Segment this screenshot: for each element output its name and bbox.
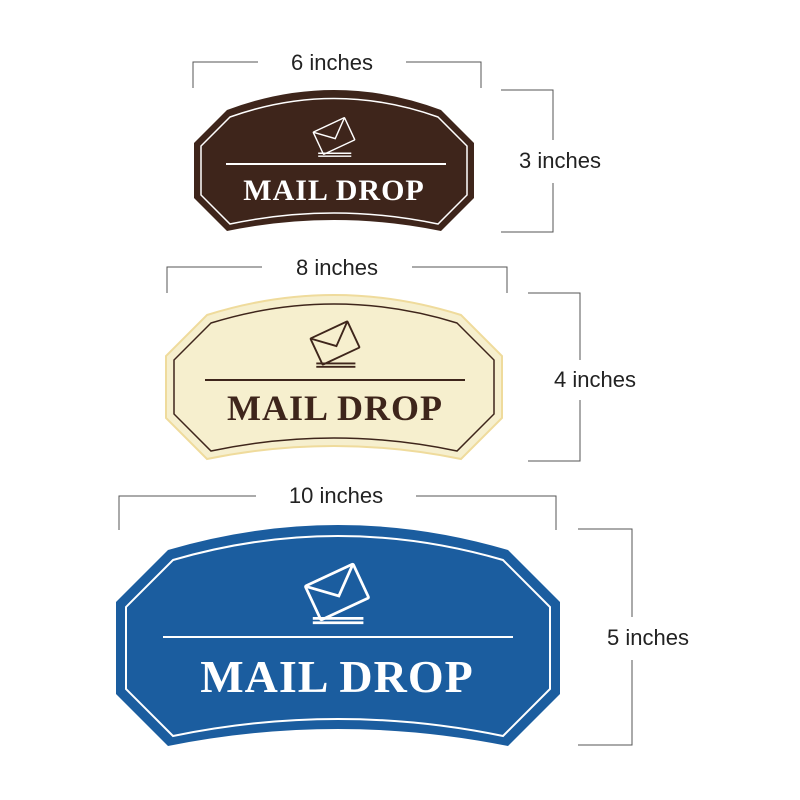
sign-small-border xyxy=(200,97,468,225)
width-dimension-line xyxy=(118,495,557,530)
width-dimension-line xyxy=(192,61,482,88)
width-label: 8 inches xyxy=(296,255,378,280)
sign-medium-title: MAIL DROP xyxy=(227,388,443,428)
height-label: 5 inches xyxy=(607,625,689,650)
sign-medium-border xyxy=(173,303,495,452)
mail-drop-envelope-icon xyxy=(309,320,361,368)
sign-large-plate xyxy=(116,525,560,746)
height-dimension-line xyxy=(578,528,633,746)
width-label: 10 inches xyxy=(288,483,384,508)
height-label: 3 inches xyxy=(519,148,601,173)
width-dimension-line xyxy=(166,266,508,293)
height-dimension-line xyxy=(528,292,581,462)
height-dimension-line xyxy=(501,89,554,233)
mail-drop-envelope-icon xyxy=(312,117,356,157)
mail-drop-envelope-icon xyxy=(304,562,370,625)
width-label: 6 inches xyxy=(291,50,373,75)
sign-medium-plate xyxy=(165,294,503,461)
height-label: 4 inches xyxy=(554,367,636,392)
sign-small-title: MAIL DROP xyxy=(243,174,425,207)
sign-large-border xyxy=(125,535,551,738)
sign-large-title: MAIL DROP xyxy=(200,651,474,702)
sign-small-plate xyxy=(194,90,474,231)
